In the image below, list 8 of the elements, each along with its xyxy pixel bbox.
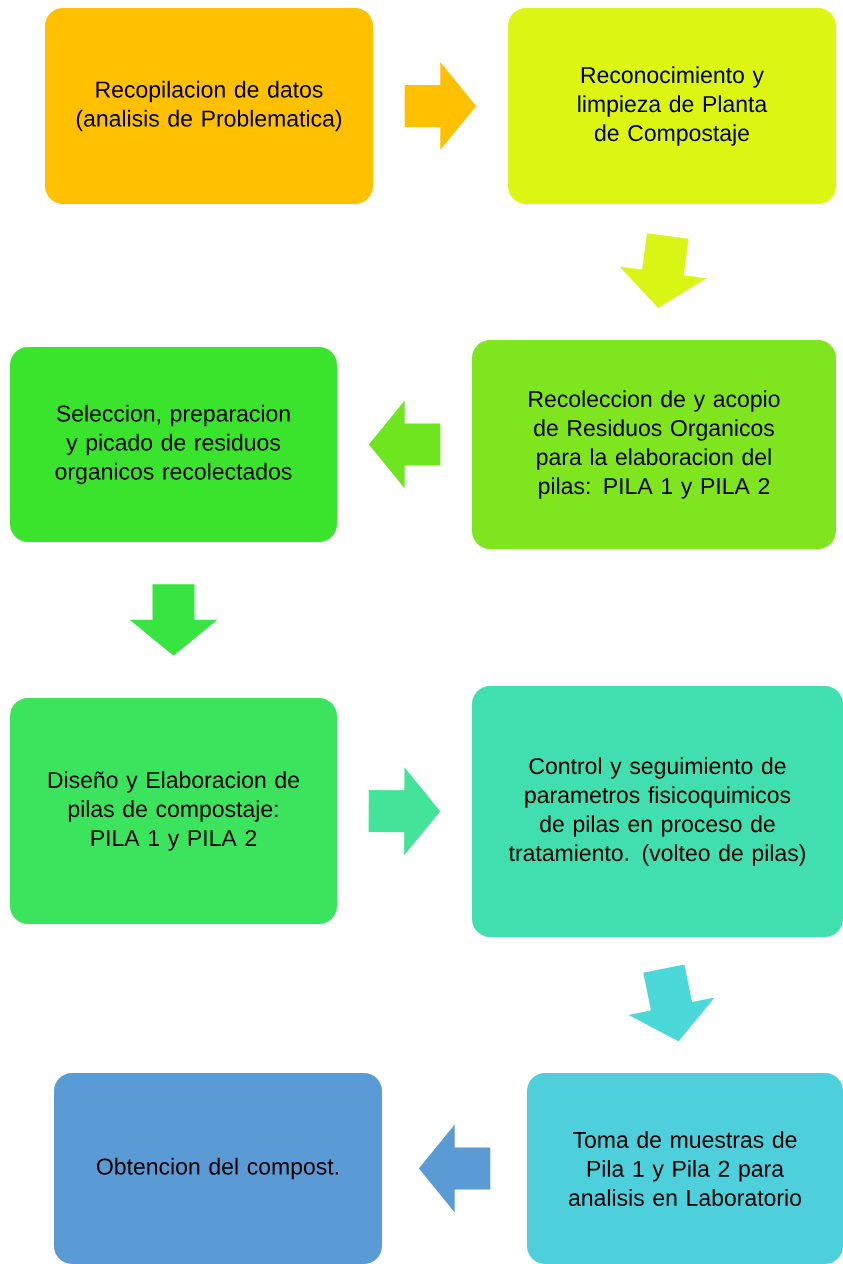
process-box: Toma de muestras de Pila 1 y Pila 2 para analisis en Laboratorio xyxy=(527,1073,843,1264)
process-box: Recoleccion de y acopio de Residuos Organicos para la elaboracion del pilas: PILA 1 y PILA 2 xyxy=(472,340,836,549)
process-box: Reconocimiento y limpieza de Planta de Compostaje xyxy=(508,8,836,204)
process-box: Recopilacion de datos (analisis de Problematica) xyxy=(45,8,373,204)
process-box: Seleccion, preparacion y picado de residuos organicos recolectados xyxy=(10,347,337,542)
process-box: Obtencion del compost. xyxy=(54,1073,382,1264)
process-box: Diseño y Elaboracion de pilas de compostaje: PILA 1 y PILA 2 xyxy=(10,698,337,924)
process-box: Control y seguimiento de parametros fisicoquimicos de pilas en proceso de tratamiento. (volteo de pilas) xyxy=(472,686,843,937)
